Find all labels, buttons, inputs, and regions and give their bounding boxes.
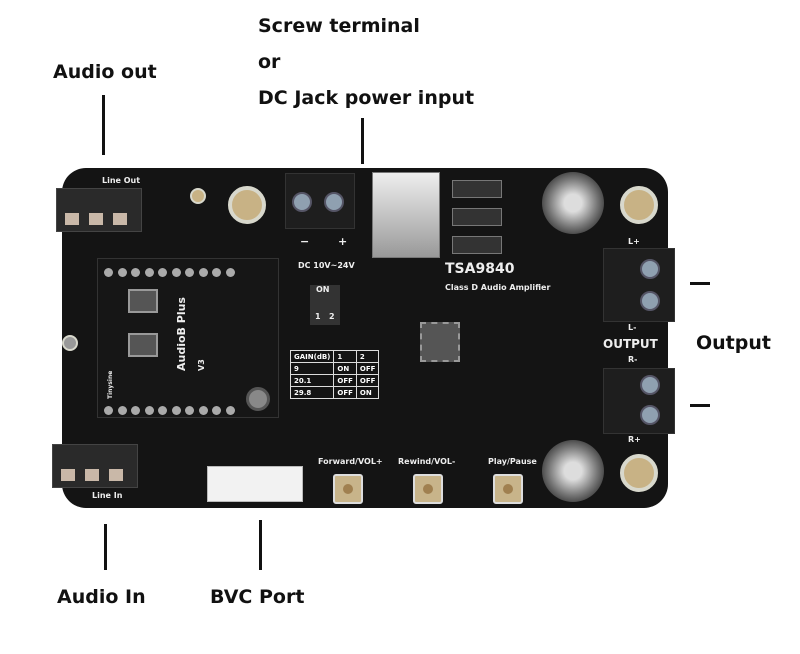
module-name: AudioB Plus (175, 297, 188, 371)
l-minus-label: L- (628, 323, 637, 332)
inductor (452, 208, 502, 226)
label-audio-out: Audio out (53, 61, 157, 83)
header-pin (131, 268, 140, 277)
switch-on-label: ON (316, 285, 330, 294)
header-pin (212, 268, 221, 277)
amplifier-chip (420, 322, 460, 362)
header-pin (158, 268, 167, 277)
gain-header: GAIN(dB) (289, 350, 335, 363)
play-pause-button[interactable] (493, 474, 523, 504)
mount-hole (228, 186, 266, 224)
mount-hole (620, 186, 658, 224)
capacitor (542, 440, 604, 502)
header-pin (104, 268, 113, 277)
rewind-label: Rewind/VOL- (398, 457, 456, 466)
header-pin (225, 406, 235, 415)
line-out-jack (56, 188, 142, 232)
gain-cell: OFF (333, 374, 357, 387)
gain-cell: OFF (355, 362, 380, 375)
header-pin (104, 406, 113, 415)
pointer-line (102, 95, 105, 155)
module-brand: Tinysine (107, 370, 114, 399)
screw-terminal (285, 173, 355, 229)
label-or: or (258, 51, 281, 73)
header-pin (158, 406, 167, 415)
header-pin (144, 268, 154, 277)
play-pause-label: Play/Pause (488, 457, 537, 466)
label-screw-terminal: Screw terminal (258, 15, 420, 37)
line-in-jack (52, 444, 138, 488)
inductor (452, 236, 502, 254)
output-terminal-left (603, 248, 675, 322)
switch-2-label: 2 (329, 312, 335, 321)
header-pin (198, 268, 208, 277)
mount-hole (620, 454, 658, 492)
header-pin (225, 268, 235, 277)
pointer-line (690, 282, 710, 285)
line-out-label: Line Out (102, 176, 141, 185)
forward-vol-up-button[interactable] (333, 474, 363, 504)
capacitor (542, 172, 604, 234)
gain-header: 2 (355, 350, 380, 363)
label-bvc-port: BVC Port (210, 586, 305, 608)
dc-voltage-label: DC 10V~24V (298, 261, 355, 270)
header-pin (198, 406, 208, 415)
r-minus-label: R- (628, 355, 638, 364)
label-audio-in: Audio In (57, 586, 146, 608)
output-label: OUTPUT (603, 337, 658, 351)
header-pin (131, 406, 140, 415)
header-pin (185, 406, 194, 415)
gain-cell: 29.8 (289, 386, 335, 399)
header-pin (212, 406, 221, 415)
header-pin (117, 406, 127, 415)
l-plus-label: L+ (628, 237, 640, 246)
dip-switch: ON 1 2 (310, 285, 340, 325)
gain-cell: ON (333, 362, 357, 375)
gain-cell: 9 (289, 362, 335, 375)
module-chip (128, 289, 158, 313)
audiob-plus-module: AudioB Plus V3 Tinysine (97, 258, 279, 418)
pointer-line (259, 520, 262, 570)
inductor (452, 180, 502, 198)
header-pin (185, 268, 194, 277)
header-pin (171, 268, 181, 277)
mount-hole (62, 335, 78, 351)
gain-cell: 20.1 (289, 374, 335, 387)
r-plus-label: R+ (628, 435, 641, 444)
output-terminal-right (603, 368, 675, 434)
rewind-vol-down-button[interactable] (413, 474, 443, 504)
module-chip (128, 333, 158, 357)
label-output: Output (696, 332, 771, 354)
gain-cell: OFF (355, 374, 380, 387)
header-pin (117, 268, 127, 277)
line-in-label: Line In (92, 491, 123, 500)
chip-description: Class D Audio Amplifier (445, 283, 551, 292)
chip-name: TSA9840 (445, 261, 515, 277)
gain-cell: ON (355, 386, 380, 399)
pointer-line (690, 404, 710, 407)
header-pin (144, 406, 154, 415)
gain-cell: OFF (333, 386, 357, 399)
module-mount (246, 387, 270, 411)
label-dc-jack: DC Jack power input (258, 87, 475, 109)
pointer-line (104, 524, 107, 570)
header-pin (171, 406, 181, 415)
bvc-port-connector (207, 466, 303, 502)
switch-1-label: 1 (315, 312, 321, 321)
dc-jack (372, 172, 440, 258)
module-version: V3 (197, 359, 206, 371)
mount-hole (190, 188, 206, 204)
forward-label: Forward/VOL+ (318, 457, 383, 466)
terminal-minus: − (300, 235, 310, 248)
pointer-line (361, 118, 364, 164)
terminal-plus: + (338, 235, 348, 248)
gain-header: 1 (333, 350, 357, 363)
